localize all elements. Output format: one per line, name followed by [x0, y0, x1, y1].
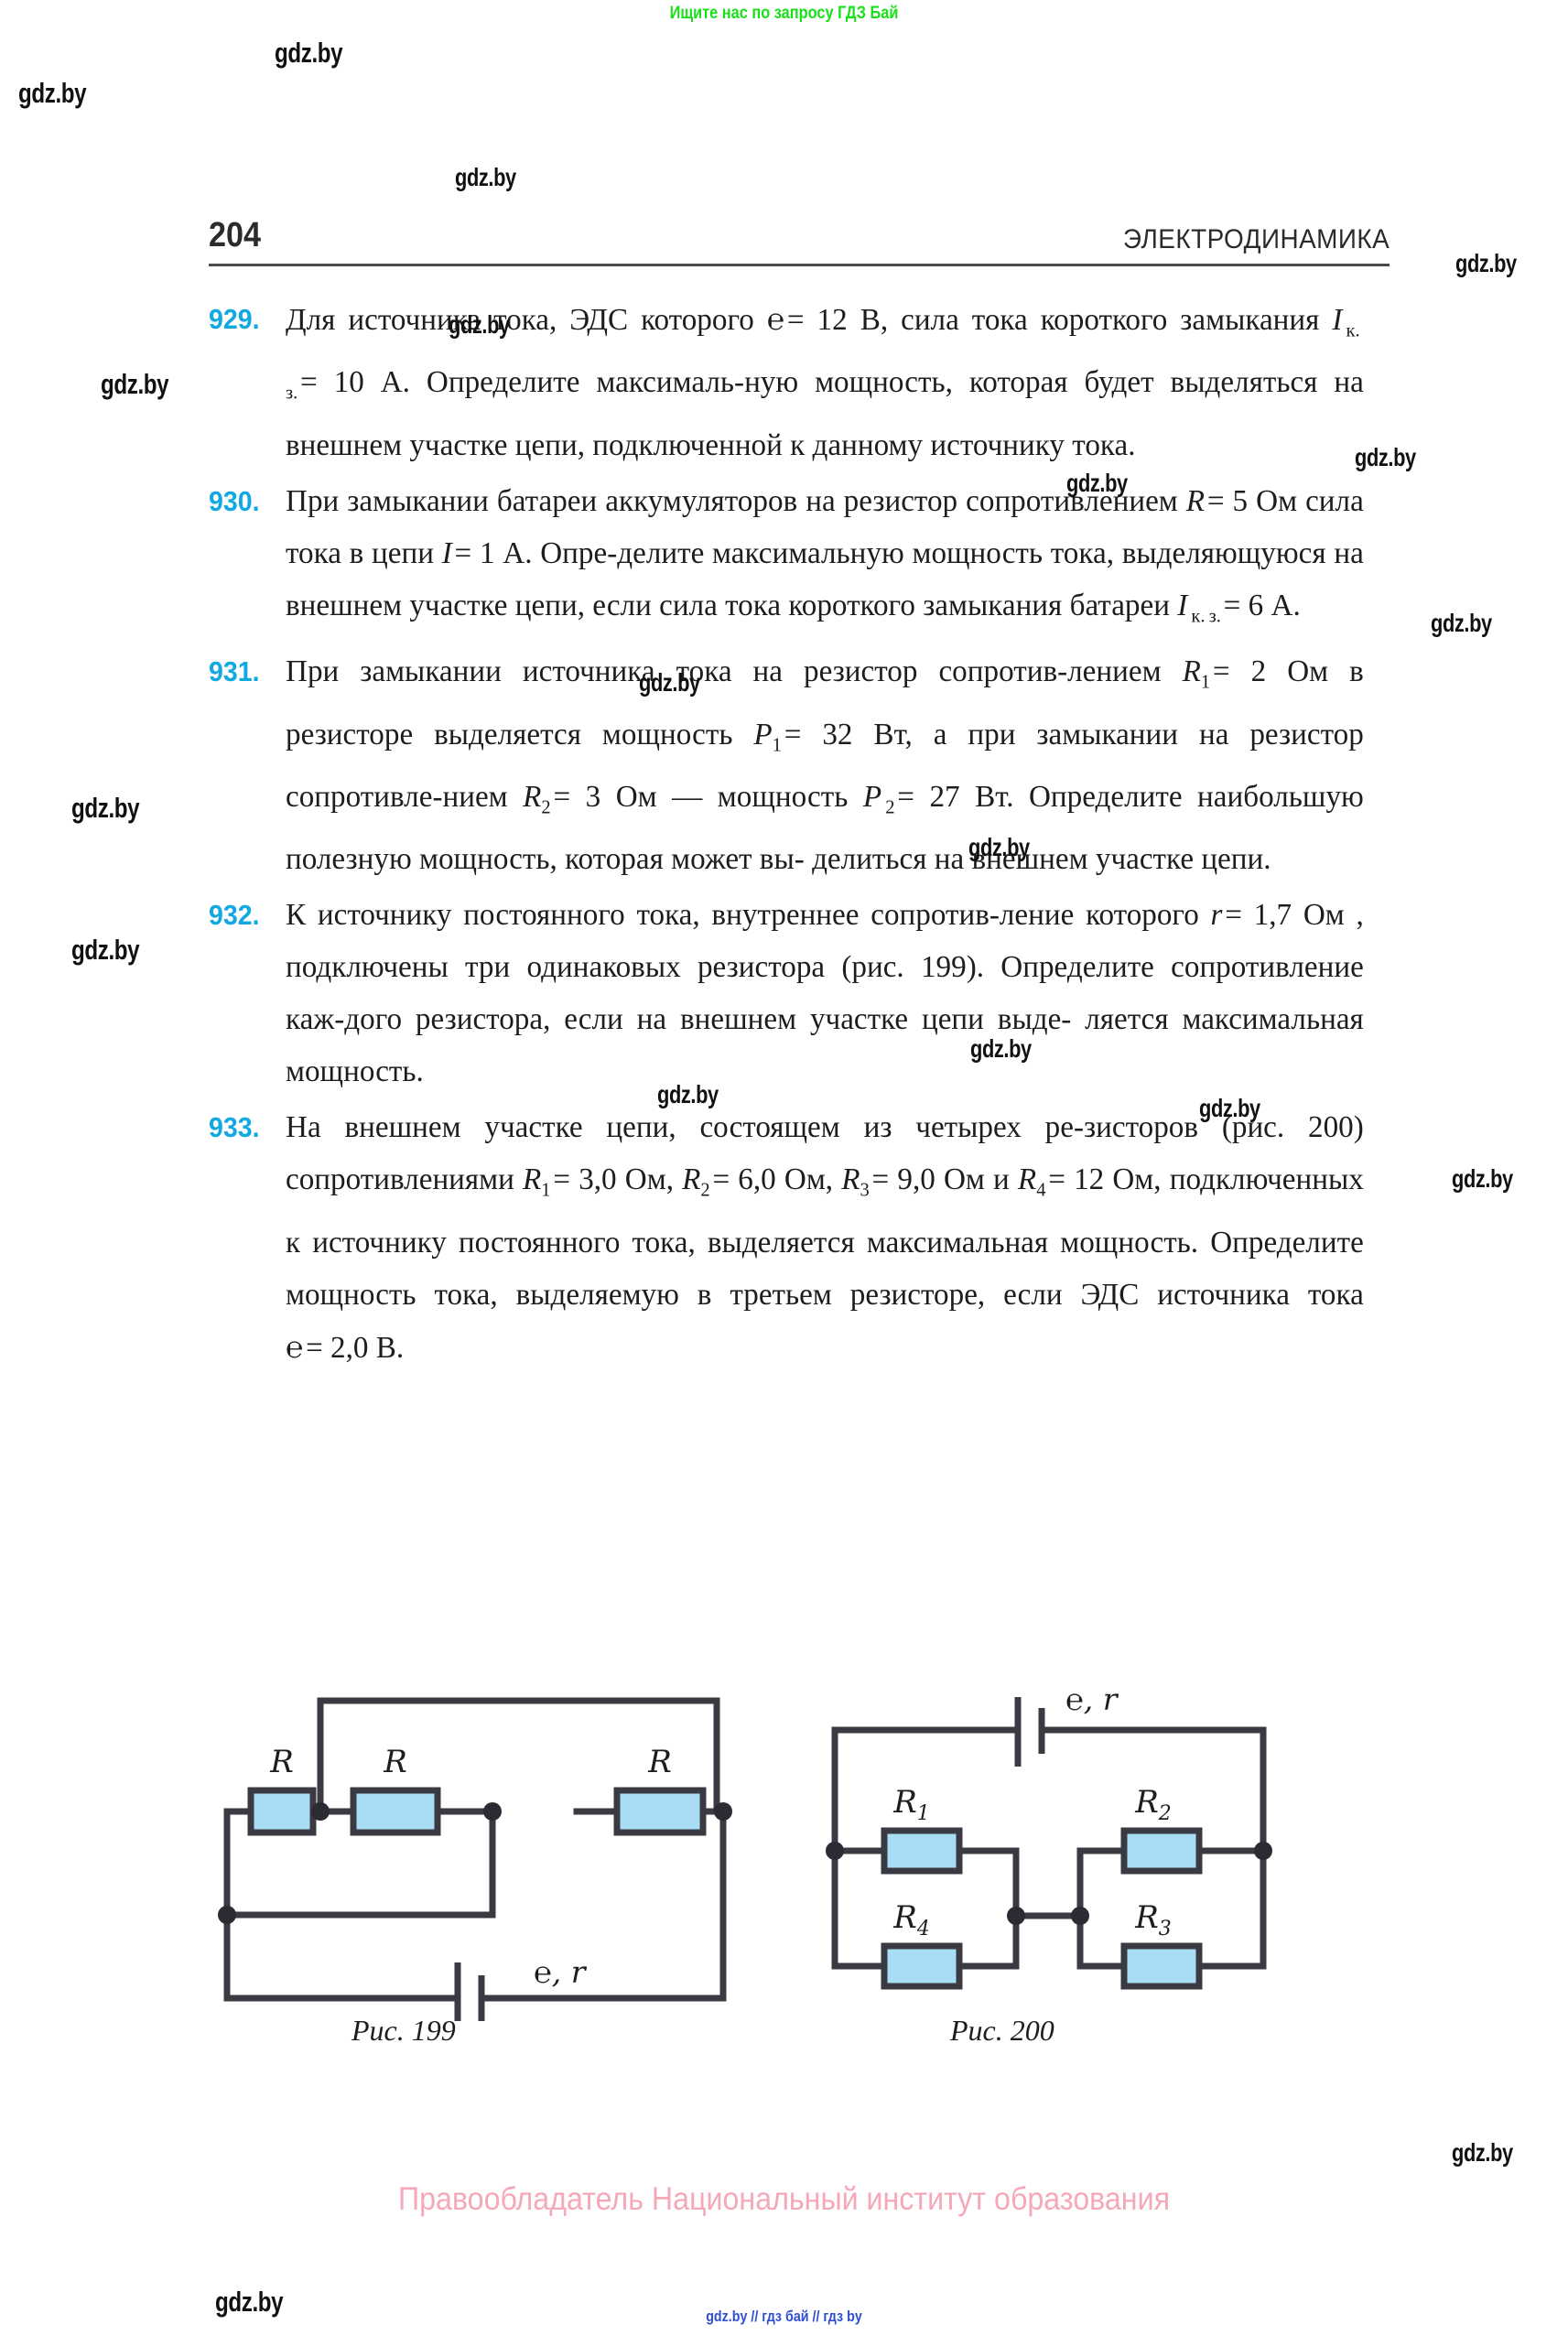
emf-label-200: ℮, r: [1065, 1692, 1119, 1717]
problem-item: 932. К источнику постоянного тока, внутр…: [209, 889, 1391, 1097]
resistor-label-r1: R: [269, 1744, 294, 1780]
junction-dots-200: [826, 1842, 1272, 1925]
figure-caption-199: Рис. 199: [351, 2014, 456, 2047]
problem-number: 931.: [209, 655, 260, 688]
circuit-199-svg: R R R ℮, r: [218, 1697, 732, 2034]
page-header: 204 ЭЛЕКТРОДИНАМИКА: [209, 216, 1390, 255]
bottom-links: gdz.by // гдз бай // гдз by: [706, 2308, 862, 2325]
figure-199: R R R ℮, r Рис. 199: [218, 1692, 767, 2058]
problem-item: 930. При замыкании батареи аккумуляторов…: [209, 475, 1391, 642]
resistor-boxes-199: [247, 1787, 707, 1836]
junction-dots-199: [218, 1802, 732, 1924]
page-number: 204: [209, 216, 262, 254]
watermark: gdz.by: [1455, 249, 1517, 277]
problem-item: 933. На внешнем участке цепи, состоящем …: [209, 1101, 1391, 1373]
resistor-label-r2: R: [383, 1744, 407, 1780]
watermark: gdz.by: [71, 934, 140, 966]
copyright-notice: Правообладатель Национальный институт об…: [397, 2181, 1171, 2217]
problem-number: 929.: [209, 303, 260, 335]
resistor-label-r3: R: [647, 1744, 672, 1780]
header-rule: [209, 264, 1390, 266]
figure-caption-200: Рис. 200: [950, 2014, 1054, 2047]
problem-text: Для источника тока, ЭДС которого ℮ = 12 …: [286, 301, 1364, 462]
watermark: gdz.by: [101, 368, 169, 400]
problem-text: При замыкании батареи аккумуляторов на р…: [286, 483, 1364, 627]
resistor-label-R4: R4: [892, 1899, 930, 1941]
watermark: gdz.by: [18, 77, 87, 109]
circuit-200-svg: R1 R2 R4 R3 ℮, r: [826, 1681, 1272, 1990]
problem-number: 933.: [209, 1111, 260, 1144]
watermark: gdz.by: [71, 792, 140, 824]
promo-banner: Ищите нас по запросу ГДЗ Бай: [669, 4, 899, 23]
figure-200: R1 R2 R4 R3 ℮, r Рис. 200: [813, 1681, 1325, 2058]
resistor-label-R3: R3: [1134, 1899, 1172, 1941]
problem-text: К источнику постоянного тока, внутреннее…: [286, 898, 1364, 1089]
watermark: gdz.by: [1452, 1164, 1513, 1193]
figure-row: R R R ℮, r Рис. 199: [209, 1681, 1391, 2058]
problem-item: 931. При замыкании источника тока на рез…: [209, 645, 1391, 885]
resistor-label-R1: R1: [892, 1784, 930, 1825]
problem-text: На внешнем участке цепи, состоящем из че…: [286, 1110, 1364, 1365]
watermark: gdz.by: [1431, 609, 1492, 637]
problem-list: 929. Для источника тока, ЭДС которого ℮ …: [209, 293, 1391, 1378]
watermark: gdz.by: [275, 37, 343, 69]
problem-number: 932.: [209, 899, 260, 932]
battery-symbol-199: [454, 1962, 485, 2034]
battery-symbol-200: [1014, 1697, 1045, 1767]
resistor-label-R2: R2: [1134, 1784, 1172, 1825]
problem-text: При замыкании источника тока на резистор…: [286, 654, 1364, 877]
emf-label-199: ℮, r: [534, 1954, 588, 1990]
resistor-boxes-200: [881, 1827, 1203, 1990]
problem-item: 929. Для источника тока, ЭДС которого ℮ …: [209, 293, 1391, 471]
problem-number: 930.: [209, 484, 260, 517]
watermark: gdz.by: [1452, 2138, 1513, 2167]
running-head: ЭЛЕКТРОДИНАМИКА: [1122, 224, 1390, 254]
watermark: gdz.by: [455, 163, 516, 191]
